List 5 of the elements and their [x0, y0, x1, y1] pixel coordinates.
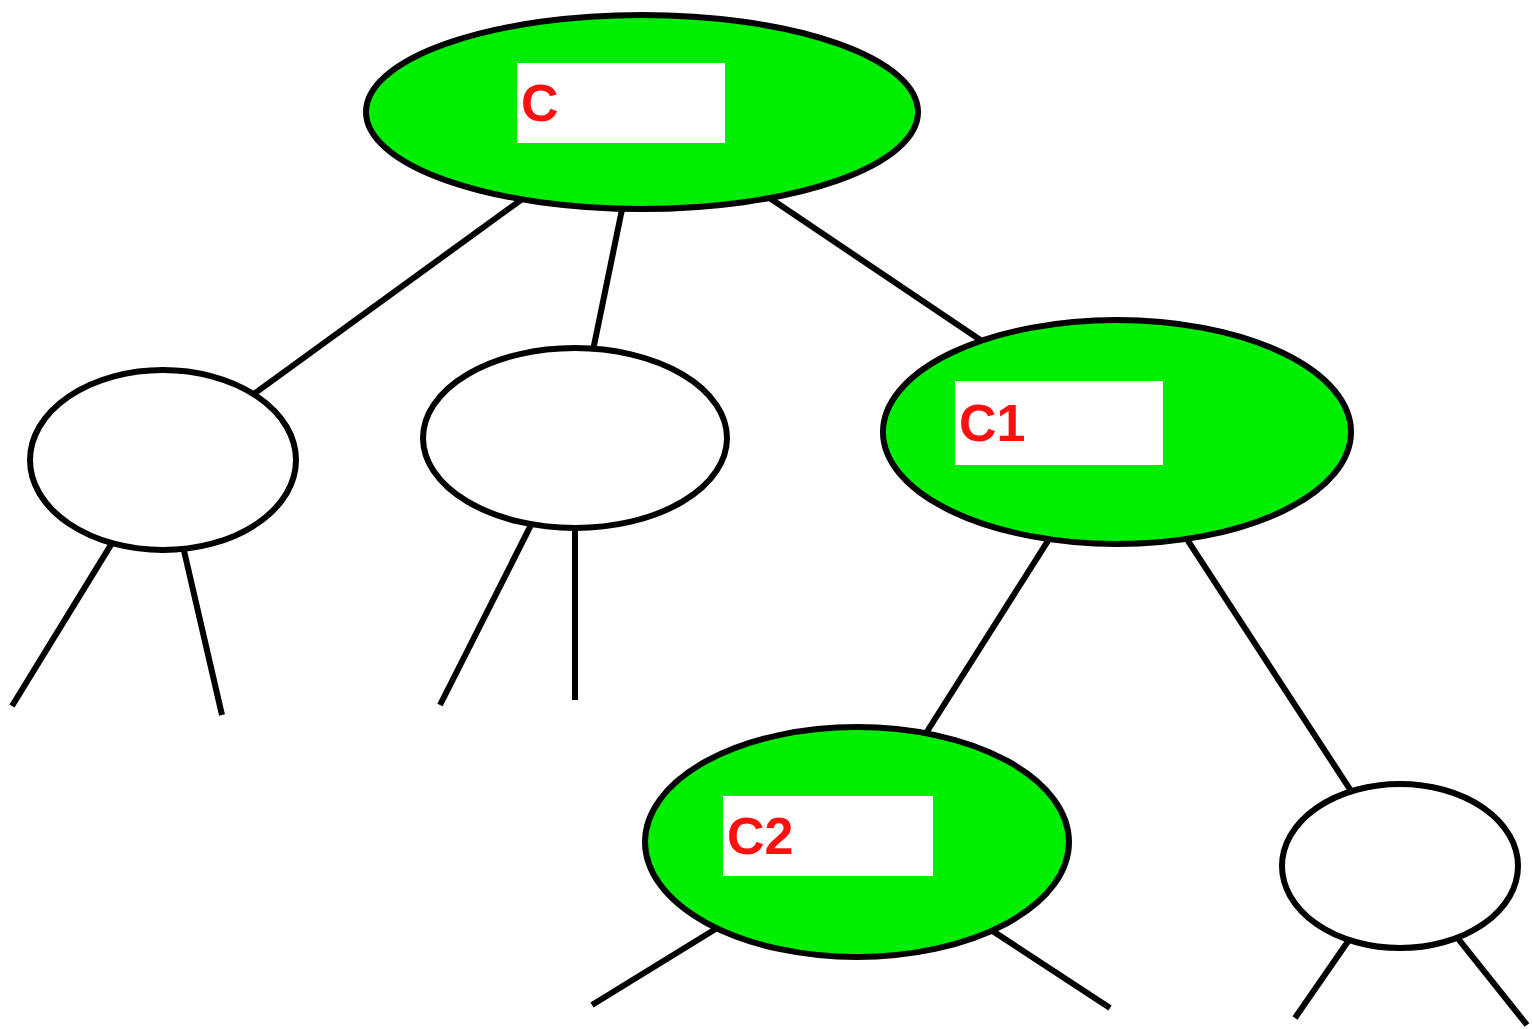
- node-label: C1: [955, 381, 1163, 465]
- node-label: C2: [723, 796, 933, 876]
- connector-line: [990, 928, 1112, 1011]
- node-label: C: [517, 63, 725, 143]
- connector-line: [572, 528, 578, 700]
